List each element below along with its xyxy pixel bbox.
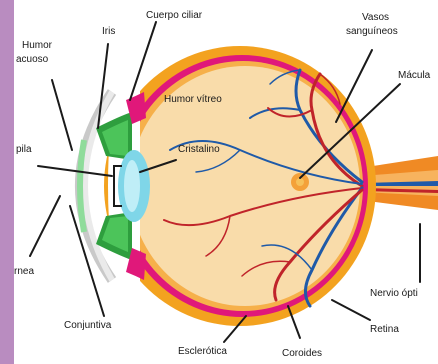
label-retina: Retina — [370, 324, 399, 335]
label-humor-acuoso-line1: Humor — [22, 40, 53, 51]
label-vasos-line2: sanguíneos — [346, 26, 398, 37]
label-cristalino: Cristalino — [178, 144, 220, 155]
label-cornea: rnea — [14, 266, 34, 277]
label-conjuntiva: Conjuntiva — [64, 320, 112, 331]
label-vasos-line1: Vasos — [362, 12, 389, 23]
label-humor-acuoso-line2: acuoso — [16, 54, 49, 65]
eye-anatomy-diagram: Humor acuoso Iris Cuerpo ciliar Vasos sa… — [14, 0, 438, 364]
label-coroides: Coroides — [282, 348, 322, 359]
label-humor-vitreo: Humor vítreo — [164, 94, 222, 105]
label-macula: Mácula — [398, 70, 431, 81]
label-esclerotica: Esclerótica — [178, 346, 227, 357]
label-nervio-optico: Nervio ópti — [370, 288, 418, 299]
label-cuerpo-ciliar: Cuerpo ciliar — [146, 10, 203, 21]
label-pupila: pila — [16, 144, 32, 155]
label-iris: Iris — [102, 26, 115, 37]
eye-diagram-panel: Humor acuoso Iris Cuerpo ciliar Vasos sa… — [14, 0, 438, 364]
